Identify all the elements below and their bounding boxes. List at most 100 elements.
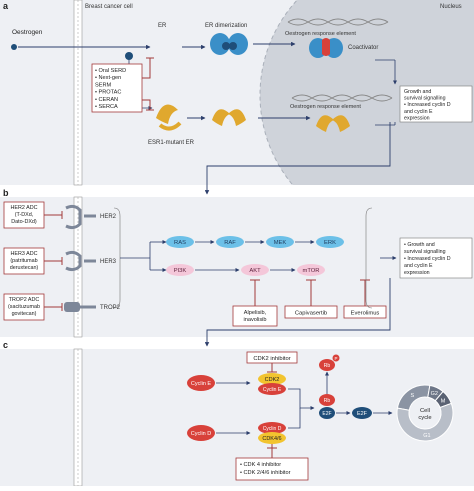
- cdk2-text: CDK2: [265, 377, 280, 383]
- er-dimer-coactivator-icon: [309, 38, 343, 58]
- cyclin-d-complex-node: [258, 422, 286, 434]
- panel-b-outcome-line-2: • Increased cyclin D: [404, 256, 451, 262]
- her2-drug-line-0: HER2 ADC: [11, 205, 38, 211]
- nucleus-label: Nucleus: [440, 4, 462, 10]
- panel-a-to-b-arrow: [204, 122, 391, 195]
- pi3k-drug-line-1: inavolisib: [243, 317, 266, 323]
- her3-inhibition-line: [44, 257, 63, 265]
- her2-drug-line-1: (T-DXd,: [15, 212, 34, 218]
- panel-a-outcome-line-3: and cyclin E: [404, 109, 433, 115]
- ore-label-bottom: Oestrogen response element: [290, 104, 361, 110]
- rb-node: [319, 394, 335, 406]
- trop2-inhibition-line: [44, 303, 63, 311]
- panel-b-letter: b: [3, 188, 9, 198]
- panel-b-outcome-line-0: • Growth and: [404, 242, 435, 248]
- her3-drug-line-0: HER3 ADC: [11, 251, 38, 257]
- cycle-phase-label-m: M: [441, 398, 446, 404]
- trop2-receptor-icon: [64, 302, 96, 312]
- cycle-phase-label-s: S: [411, 393, 415, 399]
- her2-inhibition-line: [44, 211, 63, 219]
- er-inhibitor-box: [91, 63, 143, 113]
- panel-c-letter: c: [3, 340, 8, 350]
- cyclin-e-complex-text: Cyclin E: [263, 387, 282, 393]
- mapk-node-ras: [166, 236, 194, 248]
- akt-drug-text: Capivasertib: [295, 311, 327, 317]
- cycle-phase-label-g2: G2: [431, 391, 438, 397]
- pi3k-label-pi3k: PI3K: [174, 268, 187, 274]
- pi3k-node-akt: [241, 264, 269, 276]
- cell-membrane-c: [73, 348, 83, 487]
- er-inhibitor-line-1: • Next-gen: [95, 75, 121, 81]
- mapk-label-ras: RAS: [174, 240, 186, 246]
- trop2-adc-box: [3, 293, 45, 321]
- esr1-mutant-label: ESR1-mutant ER: [148, 140, 195, 146]
- cdk2-node: [258, 373, 286, 385]
- mapk-label-mek: MEK: [274, 240, 287, 246]
- her3-drug-line-1: (patritumab: [10, 258, 37, 264]
- her2-label: HER2: [100, 214, 117, 220]
- e2f-bound-text: E2F: [322, 411, 331, 417]
- panel-b-outcome-line-3: and cyclin E: [404, 263, 433, 269]
- pi3k-label-akt: AKT: [249, 268, 261, 274]
- cell-membrane-a: [73, 0, 83, 186]
- mapk-label-raf: RAF: [224, 240, 236, 246]
- trop2-drug-line-0: TROP2 ADC: [9, 297, 40, 303]
- mapk-node-mek: [266, 236, 294, 248]
- cyclin-d-node: [187, 425, 215, 441]
- her2-receptor-icon: [65, 204, 96, 230]
- e2f-free-node: [352, 407, 372, 419]
- pi3k-drug-box: [232, 305, 278, 327]
- pi3k-node-pi3k: [166, 264, 194, 276]
- mapk-node-erk: [316, 236, 344, 248]
- her3-drug-line-2: deruxtecan): [10, 265, 39, 271]
- her3-label: HER3: [100, 259, 117, 265]
- pi3k-pathway: PI3K AKT mTOR: [166, 264, 325, 276]
- panel-b-to-c-arrow: [204, 278, 391, 347]
- er-inhibitor-line-0: • Oral SERD: [95, 68, 126, 74]
- phosphate-text: P: [334, 356, 337, 361]
- mutant-inhibition-line: [142, 99, 154, 111]
- cyclin-e-complex-node: [258, 383, 286, 395]
- panel-a-outcome-line-0: Growth and: [404, 89, 431, 95]
- trop2-drug-line-1: (sacituzumab: [8, 304, 40, 310]
- er-inhibitor-list: • Oral SERD• Next-gen SERM• PROTAC• CERA…: [95, 68, 126, 110]
- esr1-mutant-dimer-icon: [212, 109, 246, 126]
- er-inhibitor-line-5: • SERCA: [95, 104, 118, 110]
- cdk46-inhibitor-list: • CDK 4 inhibitor• CDK 2/4/6 inhibitor: [240, 462, 291, 476]
- panel-a: a Breast cancer cell Nucleus Oestrogen E…: [0, 0, 474, 236]
- mapk-node-raf: [216, 236, 244, 248]
- panel-b: b HER2 ADC(T-DXd,Dato-DXd) HER3 ADC(patr…: [0, 188, 474, 347]
- dna-helix-bottom: [291, 94, 393, 102]
- cyclin-d-complex-text: Cyclin D: [263, 426, 282, 432]
- cdk46-inhibitor-line-0: • CDK 4 inhibitor: [240, 462, 281, 468]
- er-monomer-icon: [125, 36, 173, 60]
- cdk46-node: [258, 432, 286, 444]
- ore-label-top: Oestrogen response element: [285, 31, 356, 37]
- coactivator-label: Coactivator: [348, 45, 378, 51]
- er-inhibition-line: [142, 57, 154, 79]
- panel-b-outcome-line-1: survival signalling: [404, 249, 446, 255]
- her2-adc-text: HER2 ADC(T-DXd,Dato-DXd): [11, 205, 38, 225]
- her2-drug-line-2: Dato-DXd): [11, 219, 37, 225]
- her3-adc-box: [3, 247, 45, 275]
- cyclin-d-text: Cyclin D: [191, 431, 212, 437]
- pi3k-drug-line-0: Alpelisib,: [244, 310, 267, 316]
- panel-b-outcome-box: [399, 237, 473, 279]
- er-inhibitor-line-3: • PROTAC: [95, 90, 121, 96]
- phosphate-icon: [332, 354, 340, 362]
- phospho-rb-node: [319, 359, 335, 371]
- panel-a-letter: a: [3, 1, 9, 11]
- oestrogen-label: Oestrogen: [12, 29, 43, 36]
- cdk2-inhibitor-text: CDK2 inhibitor: [253, 356, 290, 362]
- panel-b-outcome-line-4: expression: [404, 270, 430, 276]
- pi3k-label-mtor: mTOR: [303, 268, 320, 274]
- pi3k-drug-text: Alpelisib,inavolisib: [243, 310, 266, 323]
- panel-c: c CDK2 inhibitor Cyclin E CDK2 Cyclin E …: [0, 340, 474, 487]
- panel-a-outcome-line-1: survival signalling: [404, 96, 446, 102]
- panel-b-outcome-text: • Growth and survival signalling• Increa…: [404, 242, 451, 276]
